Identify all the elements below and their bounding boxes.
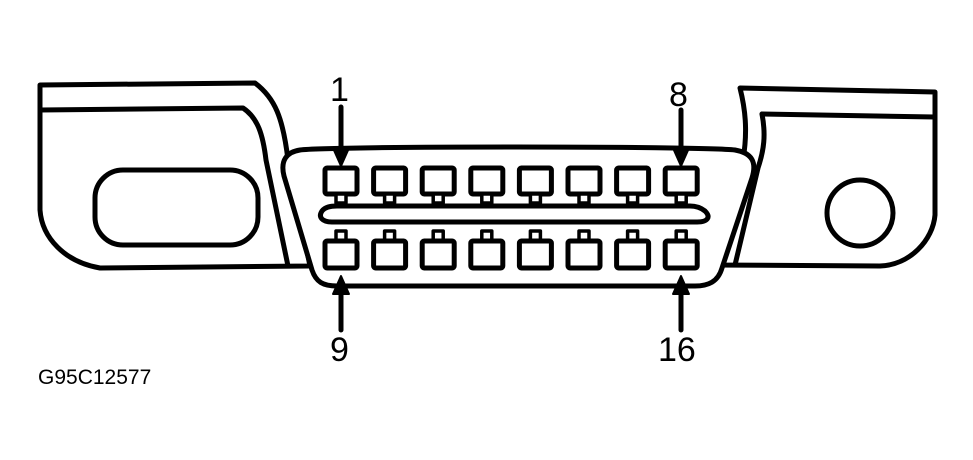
figure-code: G95C12577 xyxy=(38,366,152,389)
connector-pin-9 xyxy=(322,229,360,271)
bottom-pin-row xyxy=(322,229,700,271)
pin-label-16: 16 xyxy=(658,331,696,369)
connector-pin-11 xyxy=(419,229,457,271)
connector-pin-6 xyxy=(565,165,603,205)
left-mounting-slot xyxy=(92,167,261,248)
connector-pin-2 xyxy=(371,165,409,205)
connector-pin-7 xyxy=(614,165,652,205)
pin-label-8: 8 xyxy=(669,76,688,114)
pin-label-1: 1 xyxy=(330,71,349,109)
pin-label-9: 9 xyxy=(330,331,349,369)
left-bracket-inner-line xyxy=(37,105,291,269)
connector-pin-10 xyxy=(371,229,409,271)
connector-pin-3 xyxy=(419,165,457,205)
connector-pin-13 xyxy=(516,229,554,271)
arrow-pin-8 xyxy=(672,107,690,167)
connector-pin-1 xyxy=(322,165,360,205)
connector-pin-5 xyxy=(516,165,554,205)
connector-pin-12 xyxy=(468,229,506,271)
center-ridge xyxy=(318,203,711,225)
connector-pin-15 xyxy=(614,229,652,271)
connector-pin-4 xyxy=(468,165,506,205)
connector-pin-16 xyxy=(662,229,700,271)
top-pin-row xyxy=(322,165,700,205)
connector-pin-14 xyxy=(565,229,603,271)
right-mounting-hole xyxy=(824,177,896,249)
right-bracket xyxy=(709,85,938,269)
right-bracket-inner-line xyxy=(759,111,938,120)
connector-pin-8 xyxy=(662,165,700,205)
arrow-pin-16 xyxy=(672,275,690,333)
arrow-pin-1 xyxy=(332,104,350,167)
arrow-pin-9 xyxy=(332,275,350,333)
right-bracket-inner-edge xyxy=(732,111,767,268)
